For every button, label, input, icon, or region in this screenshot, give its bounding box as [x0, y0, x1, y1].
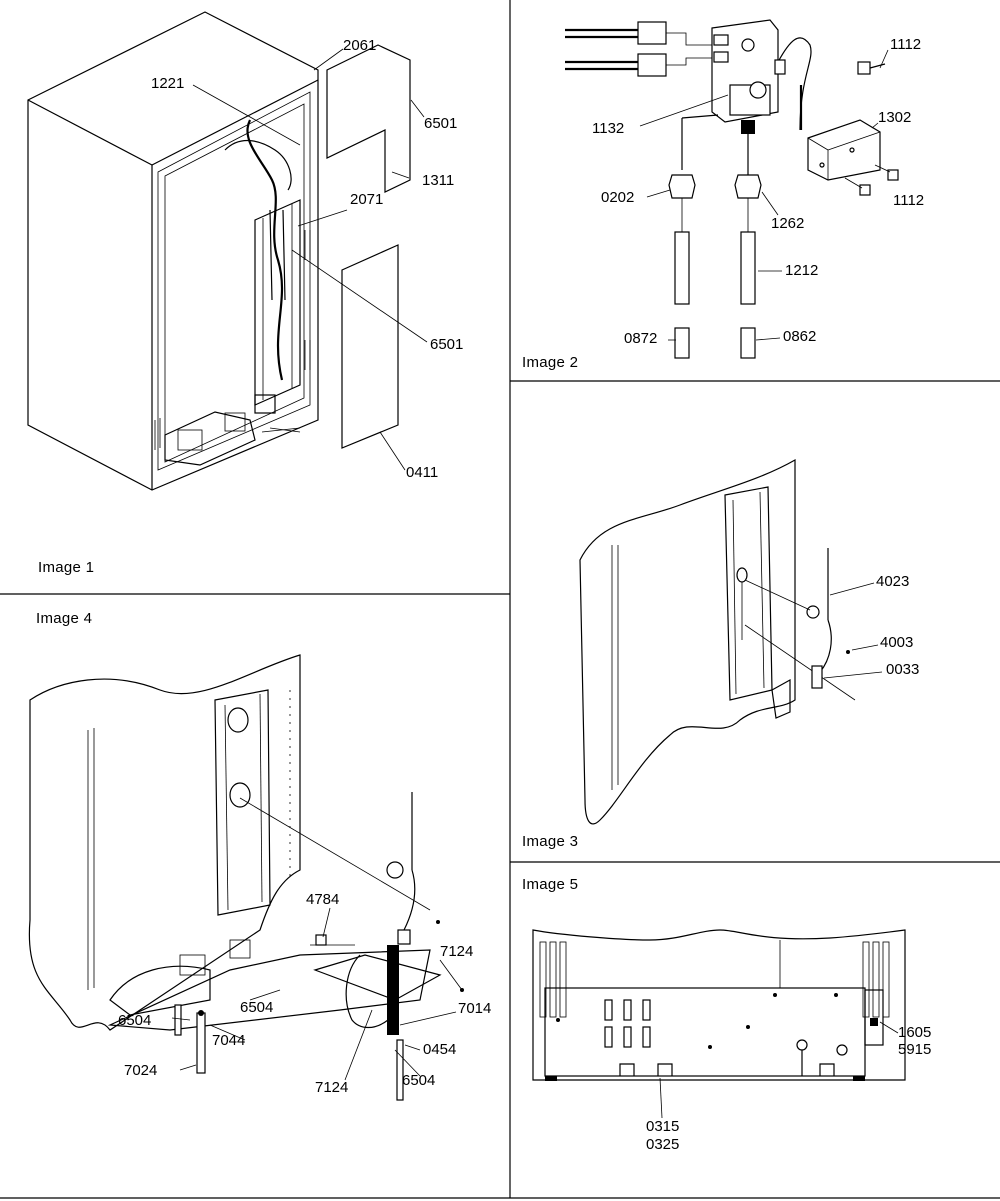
callout-label: 6501	[430, 336, 464, 353]
callout-label: 1605	[898, 1024, 932, 1041]
callout-label: 2071	[350, 191, 384, 208]
callout-label: 7024	[124, 1062, 158, 1079]
callout-label: 0454	[423, 1041, 457, 1058]
callout-label: 0872	[624, 330, 658, 347]
callout-label: 1262	[771, 215, 805, 232]
image1-refrigerator-cabinet	[27, 11, 428, 491]
callout-label: 1311	[422, 172, 455, 189]
callout-label: 7124	[440, 943, 474, 960]
callout-label: 1132	[592, 120, 625, 137]
callout-label: 0315	[646, 1118, 680, 1135]
callout-label: 0862	[783, 328, 817, 345]
callout-label: 0033	[886, 661, 920, 678]
callout-label: 0325	[646, 1136, 680, 1153]
callout-label: 4003	[880, 634, 914, 651]
image2-title: Image 2	[522, 354, 579, 371]
callout-label: 6504	[118, 1012, 152, 1029]
callout-label: 1221	[151, 75, 185, 92]
image2-water-valve	[565, 19, 899, 359]
image3-evaporator-detail	[579, 458, 883, 825]
callout-label: 6501	[424, 115, 458, 132]
callout-label: 2061	[343, 37, 377, 54]
callout-label: 1302	[878, 109, 912, 126]
callout-label: 7044	[212, 1032, 246, 1049]
callout-label: 1112	[893, 192, 925, 209]
callout-label: 4784	[306, 891, 340, 908]
image1-title: Image 1	[38, 559, 95, 576]
callout-label: 1212	[785, 262, 819, 279]
callout-label: 0411	[406, 464, 439, 481]
image5-title: Image 5	[522, 876, 579, 893]
callout-label: 1112	[890, 36, 922, 53]
image3-title: Image 3	[522, 833, 579, 850]
callout-label: 7014	[458, 1000, 492, 1017]
image4-cabinet-base	[28, 654, 464, 1101]
callout-label: 6504	[240, 999, 274, 1016]
image5-bottom-panel	[532, 929, 906, 1119]
callout-label: 0202	[601, 189, 635, 206]
callout-label: 4023	[876, 573, 910, 590]
callout-label: 6504	[402, 1072, 436, 1089]
image4-title: Image 4	[36, 610, 93, 627]
callout-label: 5915	[898, 1041, 932, 1058]
callout-label: 7124	[315, 1079, 349, 1096]
